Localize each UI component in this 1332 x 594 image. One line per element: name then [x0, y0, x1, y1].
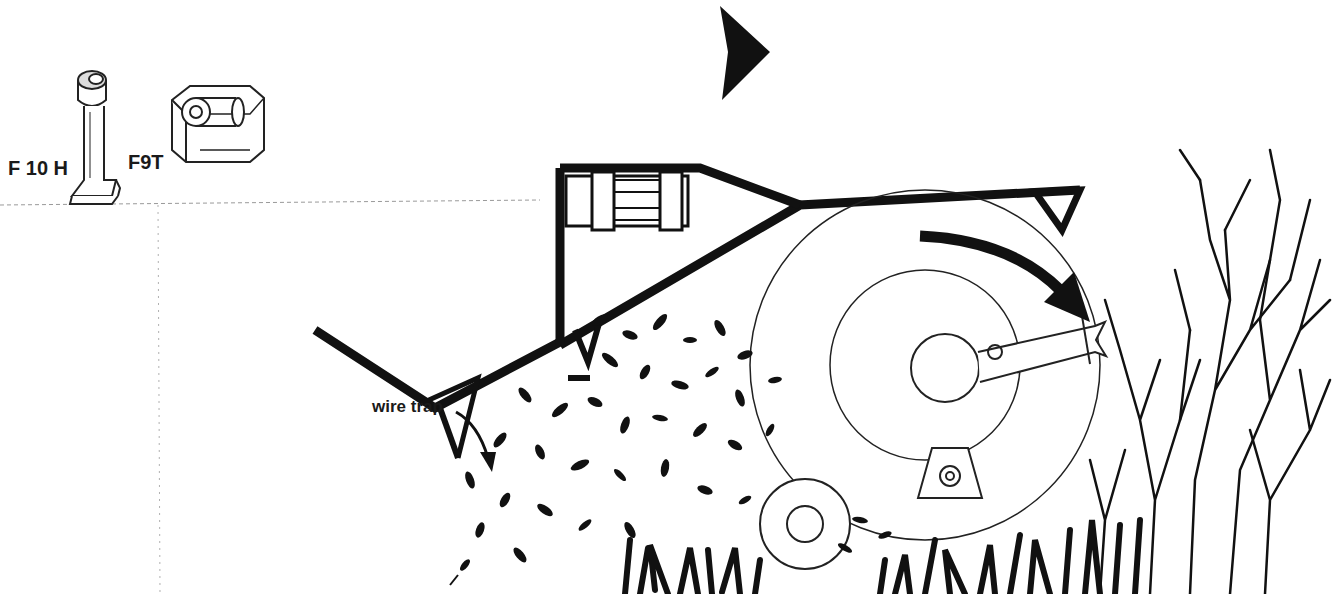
leader-arrow — [456, 412, 496, 472]
part-label: F 10 H — [8, 158, 68, 178]
direction-arrow — [720, 6, 770, 100]
mower-housing — [315, 168, 1080, 458]
part-label: F9T — [128, 152, 164, 172]
hammer-flail-icon — [70, 71, 120, 204]
chopped-material — [450, 312, 893, 585]
bushes — [1090, 150, 1330, 594]
scan-line — [158, 205, 160, 594]
ground-vegetation — [625, 520, 1140, 594]
ground-roller — [760, 479, 850, 569]
part-label: wire trap — [372, 398, 443, 415]
rotor-bracket — [918, 448, 982, 498]
tshaped-flail-icon — [172, 86, 264, 162]
drive-drum — [566, 172, 688, 230]
